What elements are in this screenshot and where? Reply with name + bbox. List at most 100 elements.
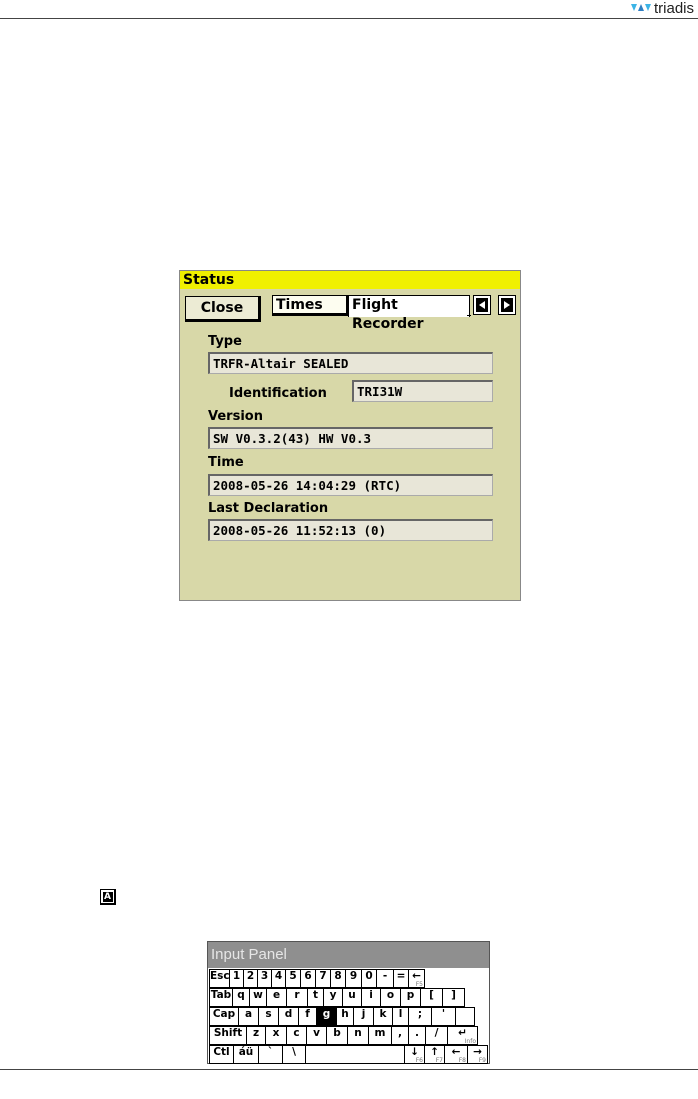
key-c[interactable]: c — [286, 1026, 307, 1045]
key-;[interactable]: ; — [408, 1007, 432, 1026]
key-áü[interactable]: áü — [233, 1045, 259, 1064]
key-.[interactable]: . — [408, 1026, 426, 1045]
status-window: Status Close Times Flight Recorder Type … — [179, 270, 521, 601]
key-l[interactable]: l — [392, 1007, 409, 1026]
key-a[interactable]: a — [238, 1007, 259, 1026]
key-label: ` — [267, 1046, 274, 1058]
type-field: TRFR-Altair SEALED — [208, 352, 493, 374]
key-e[interactable]: e — [266, 988, 287, 1007]
key-\[interactable]: \ — [282, 1045, 306, 1064]
key-0[interactable]: 0 — [361, 969, 377, 988]
right-arrow-icon — [501, 298, 513, 312]
key-n[interactable]: n — [347, 1026, 369, 1045]
time-field: 2008-05-26 14:04:29 (RTC) — [208, 474, 493, 496]
key-Esc[interactable]: Esc — [209, 969, 230, 988]
key-f[interactable]: f — [298, 1007, 317, 1026]
key-][interactable]: ] — [442, 988, 465, 1007]
key-k[interactable]: k — [373, 1007, 393, 1026]
key-label: z — [252, 1027, 260, 1039]
key--[interactable]: - — [376, 969, 394, 988]
key-↓[interactable]: ↓F6 — [404, 1045, 425, 1064]
key-4[interactable]: 4 — [271, 969, 286, 988]
key-label: h — [341, 1008, 349, 1020]
key-m[interactable]: m — [368, 1026, 392, 1045]
brand-name: triadis — [653, 0, 694, 17]
key-[[interactable]: [ — [420, 988, 443, 1007]
key-r[interactable]: r — [286, 988, 308, 1007]
key-label: Tab — [210, 989, 232, 1001]
key-y[interactable]: y — [323, 988, 343, 1007]
key-Shift[interactable]: Shift — [209, 1026, 247, 1045]
key-w[interactable]: w — [249, 988, 267, 1007]
key-2[interactable]: 2 — [243, 969, 258, 988]
key-Tab[interactable]: Tab — [209, 988, 233, 1007]
key-=[interactable]: = — [393, 969, 409, 988]
time-label: Time — [208, 455, 244, 470]
close-button[interactable]: Close — [185, 296, 261, 322]
key-sublabel: F7 — [435, 1057, 443, 1064]
key-t[interactable]: t — [307, 988, 324, 1007]
key-label: 4 — [274, 970, 283, 982]
key-`[interactable]: ` — [258, 1045, 283, 1064]
keyboard-icon-glyph: A — [102, 891, 113, 902]
key-7[interactable]: 7 — [315, 969, 331, 988]
tab-underline — [467, 315, 471, 316]
key-sublabel: F6 — [415, 1057, 423, 1064]
key-↑[interactable]: ↑F7 — [424, 1045, 445, 1064]
tab-flight-recorder[interactable]: Flight Recorder — [348, 295, 470, 332]
key-label: 9 — [349, 970, 358, 982]
key-label: 2 — [246, 970, 255, 982]
key-Ctl[interactable]: Ctl — [209, 1045, 234, 1064]
key-,[interactable]: , — [391, 1026, 409, 1045]
tab-next-button[interactable] — [498, 295, 516, 315]
key-6[interactable]: 6 — [300, 969, 316, 988]
key-3[interactable]: 3 — [257, 969, 272, 988]
key-d[interactable]: d — [278, 1007, 299, 1026]
key-h[interactable]: h — [336, 1007, 354, 1026]
key-8[interactable]: 8 — [330, 969, 346, 988]
key-i[interactable]: i — [361, 988, 381, 1007]
key-→[interactable]: →F9 — [467, 1045, 488, 1064]
tab-times[interactable]: Times — [272, 295, 348, 316]
key-o[interactable]: o — [380, 988, 401, 1007]
key-blank[interactable] — [455, 1007, 475, 1026]
key-space[interactable] — [305, 1045, 405, 1064]
key-label: w — [253, 989, 263, 1001]
key-label: k — [379, 1008, 387, 1020]
key-s[interactable]: s — [258, 1007, 279, 1026]
tab-prev-button[interactable] — [473, 295, 491, 315]
key-1[interactable]: 1 — [229, 969, 244, 988]
key-label: u — [348, 989, 356, 1001]
key-label: Cap — [212, 1008, 236, 1020]
key-label: áü — [238, 1046, 254, 1058]
key-5[interactable]: 5 — [285, 969, 301, 988]
key-label: 8 — [334, 970, 342, 982]
key-q[interactable]: q — [232, 988, 250, 1007]
key-u[interactable]: u — [342, 988, 362, 1007]
key-label: . — [415, 1027, 419, 1039]
key-9[interactable]: 9 — [345, 969, 362, 988]
key-j[interactable]: j — [353, 1007, 374, 1026]
key-label: t — [312, 989, 319, 1001]
key-g[interactable]: g — [316, 1007, 337, 1026]
key-label: a — [244, 1008, 253, 1020]
key-←[interactable]: ←F5 — [408, 969, 425, 988]
key-←[interactable]: ←F8 — [444, 1045, 468, 1064]
key-'[interactable]: ' — [431, 1007, 456, 1026]
key-x[interactable]: x — [265, 1026, 287, 1045]
key-label: / — [434, 1027, 439, 1039]
key-label: 6 — [304, 970, 312, 982]
key-label: \ — [292, 1046, 296, 1058]
key-v[interactable]: v — [306, 1026, 327, 1045]
key-Cap[interactable]: Cap — [209, 1007, 239, 1026]
keyboard-icon[interactable]: A — [100, 889, 116, 905]
key-z[interactable]: z — [246, 1026, 266, 1045]
key-b[interactable]: b — [326, 1026, 348, 1045]
key-↵[interactable]: ↵Info — [447, 1026, 478, 1045]
key-/[interactable]: / — [425, 1026, 448, 1045]
key-label: → — [473, 1046, 482, 1058]
key-p[interactable]: p — [400, 988, 421, 1007]
key-label: 0 — [365, 970, 373, 982]
type-label: Type — [208, 334, 242, 349]
